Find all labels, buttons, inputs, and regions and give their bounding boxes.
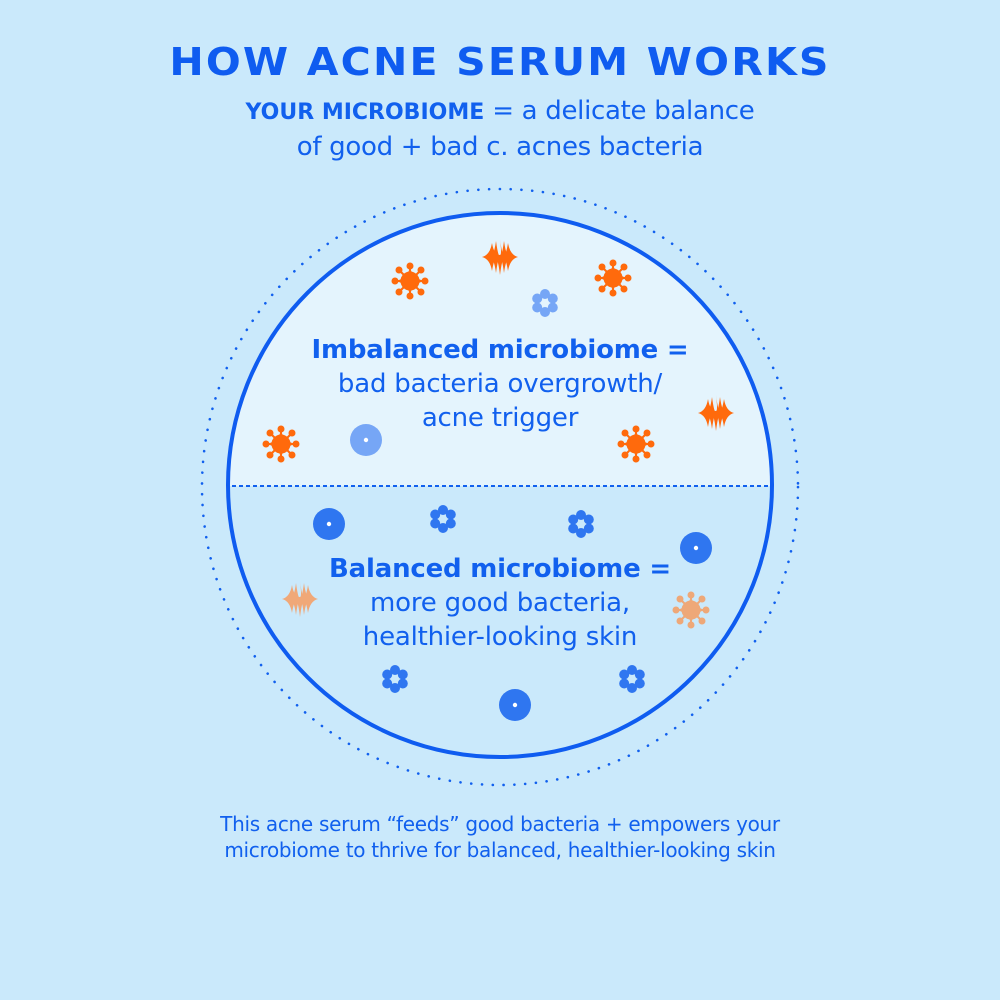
dot-bacteria-icon — [313, 508, 345, 540]
subtitle: YOUR MICROBIOME = a delicate balance of … — [0, 94, 1000, 165]
dot-bacteria-icon — [499, 689, 531, 721]
inner-circle-outline — [226, 211, 774, 759]
virus-icon — [391, 262, 429, 300]
balanced-line-1: more good bacteria, — [370, 588, 630, 618]
subtitle-line-1: YOUR MICROBIOME = a delicate balance — [0, 94, 1000, 130]
footer-line-2: microbiome to thrive for balanced, healt… — [224, 838, 776, 862]
balanced-text: Balanced microbiome = more good bacteria… — [0, 552, 1000, 654]
imbalanced-line-1: bad bacteria overgrowth/ — [337, 369, 663, 399]
imbalanced-text: Imbalanced microbiome = bad bacteria ove… — [0, 333, 1000, 435]
subtitle-line-2: of good + bad c. acnes bacteria — [296, 132, 704, 162]
dot-bacteria-icon — [350, 424, 382, 456]
outer-dotted-ring — [200, 187, 800, 787]
footer-line-1: This acne serum “feeds” good bacteria + … — [220, 812, 780, 836]
balanced-line-2: healthier-looking skin — [362, 622, 638, 652]
virus-icon — [594, 259, 632, 297]
balanced-heading: Balanced microbiome = — [329, 554, 671, 584]
imbalanced-heading: Imbalanced microbiome = — [311, 335, 689, 365]
footer-caption: This acne serum “feeds” good bacteria + … — [0, 811, 1000, 863]
subtitle-strong: YOUR MICROBIOME — [245, 100, 485, 125]
page-title: HOW ACNE SERUM WORKS — [169, 40, 831, 84]
imbalanced-line-2: acne trigger — [421, 403, 579, 433]
dot-bacteria-icon — [680, 532, 712, 564]
subtitle-rest: = a delicate balance — [484, 96, 755, 126]
